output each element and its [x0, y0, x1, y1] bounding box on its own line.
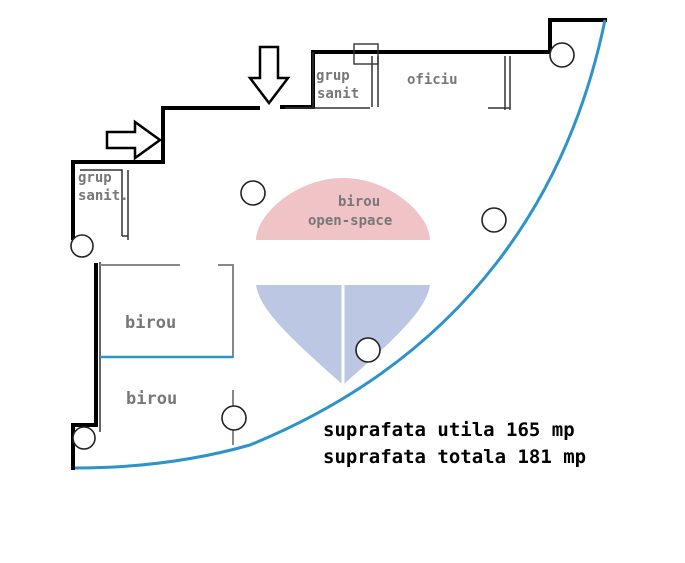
area-totala-label: suprafata totala 181 mp [323, 446, 586, 468]
room-label-birou-open-1: birou [338, 194, 380, 210]
curved-facade [74, 19, 607, 470]
room-label-birou-open-2: open-space [308, 213, 392, 229]
entrance-arrow-down-icon [247, 45, 291, 106]
watermark-logo-icon [256, 178, 430, 385]
room-label-birou-2: birou [126, 389, 177, 409]
room-label-oficiu: oficiu [407, 72, 458, 88]
pillar [240, 180, 266, 206]
pillars [70, 42, 575, 450]
pillar [355, 337, 381, 363]
entrance-arrow-right-icon [105, 119, 163, 161]
interior-partitions [80, 43, 511, 432]
exterior-walls [71, 18, 607, 470]
room-label-birou-1: birou [125, 313, 176, 333]
room-label-grup-sanit-left-2: sanit. [78, 188, 129, 204]
pillar [481, 207, 507, 233]
room-label-grup-sanit-top-1: grup [316, 68, 350, 84]
pillar [549, 42, 575, 68]
pillar [221, 405, 247, 431]
pillar [70, 234, 94, 258]
room-label-grup-sanit-top-2: sanit [317, 86, 359, 102]
pillar [72, 426, 96, 450]
office-partitions [100, 264, 234, 445]
area-utila-label: suprafata utila 165 mp [323, 419, 575, 441]
room-label-grup-sanit-left-1: grup [78, 170, 112, 186]
